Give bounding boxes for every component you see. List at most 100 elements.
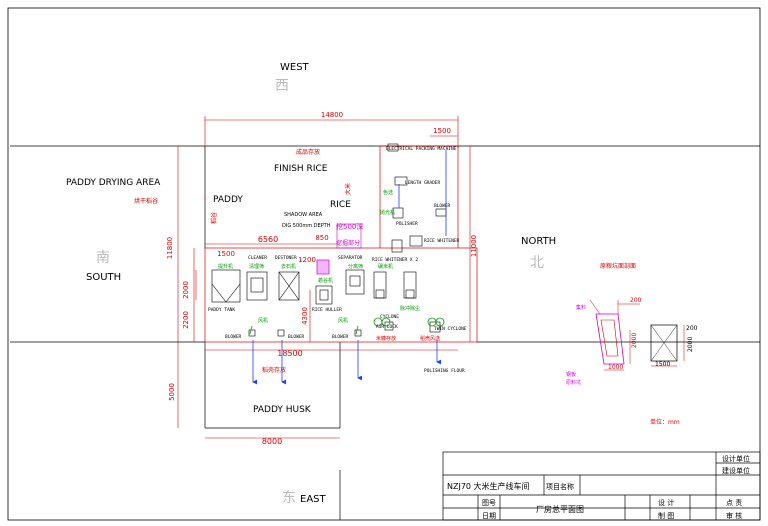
cn-cyclone-label: 脉冲除尘 xyxy=(400,305,420,312)
blower-3-label: BLOWER xyxy=(332,334,349,340)
detail-dim-2000: 2000 xyxy=(631,333,638,348)
south-cn-label: 南 xyxy=(96,250,110,266)
dig-pit-box xyxy=(316,259,330,275)
design-unit-label: 设计单位 xyxy=(722,454,750,463)
detail-dim-2000b: 2000 xyxy=(687,337,694,352)
dim-1500: 1500 xyxy=(217,250,235,258)
detail-dim-1500: 1500 xyxy=(655,361,670,368)
plan-title: 厂房总平面图 xyxy=(536,504,584,514)
dim-8000: 8000 xyxy=(262,437,282,446)
detail-title: 原粮坑面剖面 xyxy=(600,262,636,270)
paddy-drying-area-label: PADDY DRYING AREA xyxy=(66,178,161,188)
rice-label: RICE xyxy=(330,200,351,210)
bran-cn-label: 米糠存放 xyxy=(376,335,396,342)
design-label: 设 计 xyxy=(658,498,674,507)
equipment-cn-labels: 提升机 清理筛 去石机 砻谷机 分离筛 碾米机 色选 抛光机 风机 风机 脉冲除… xyxy=(218,189,420,324)
unit-label: 单位：mm xyxy=(650,418,680,426)
date-label: 日期 xyxy=(482,512,496,520)
east-cn-label: 东 xyxy=(282,490,296,506)
blower-1-label: BLOWER xyxy=(225,334,242,340)
rice-whitener-1-label: RICE WHITENER xyxy=(424,238,460,244)
husk-blower-cn-label: 稻壳风送 xyxy=(420,335,440,342)
dim-1200: 1200 xyxy=(298,256,316,264)
title-block-texts: 设计单位 建设单位 NZJ70 大米生产线车间 项目名称 图号 日期 厂房总平面… xyxy=(447,454,750,520)
dim-6560: 6560 xyxy=(258,235,278,244)
paddy-tank-label: PADDY TANK xyxy=(208,307,235,313)
rice-huller-label: RICE HULLER xyxy=(312,307,342,313)
dim-14800: 14800 xyxy=(321,111,343,119)
dim-18500: 18500 xyxy=(277,349,302,358)
cn-separator-label: 分离筛 xyxy=(348,263,363,270)
cn-wind2-label: 风机 xyxy=(338,317,348,324)
cn-cleaner-label: 清理筛 xyxy=(249,263,264,270)
twin-cyclone-label: TWIN CYCLONE xyxy=(434,326,467,332)
cyclone-label: CYCLONE xyxy=(380,314,399,320)
cn-whitener-label: 碾米机 xyxy=(378,263,393,270)
detail-dim-1000: 1000 xyxy=(608,364,623,371)
cn-destoner-label: 去石机 xyxy=(281,263,296,270)
detail-label-1: 集料 xyxy=(576,304,586,311)
dig-area-outline xyxy=(336,223,362,249)
cleaner-label: CLEANER xyxy=(248,255,267,261)
detail-dim-200: 200 xyxy=(630,297,642,304)
paddy-husk-label: PADDY HUSK xyxy=(253,405,312,415)
dim-5000: 5000 xyxy=(168,383,176,401)
finish-rice-label: FINISH RICE xyxy=(274,164,328,174)
build-unit-label: 建设单位 xyxy=(722,466,750,475)
rice-whitener-2-label: RICE WHITENER X 2 xyxy=(372,257,418,263)
west-label: WEST xyxy=(280,62,310,73)
length-grader-label: LENGTH GRADER xyxy=(405,180,441,186)
dimension-texts: 14800 1500 6560 1500 850 1200 11800 2000… xyxy=(166,111,478,446)
drawing-frame xyxy=(7,7,761,521)
shadow-area-label: SHADOW AREA xyxy=(284,212,323,218)
paddy-drying-cn: 烘干稻谷 xyxy=(134,197,158,205)
site-lines xyxy=(10,145,760,520)
detail-dim-200b: 200 xyxy=(686,325,698,332)
drawing-name: NZJ70 大米生产线车间 xyxy=(447,481,530,491)
north-label: NORTH xyxy=(521,236,556,247)
polisher-label: POLISHER xyxy=(396,221,418,227)
review-label: 审 核 xyxy=(726,511,742,520)
dim-2000: 2000 xyxy=(182,281,190,299)
detail-label-2: 钢板 xyxy=(566,371,576,378)
pit-detail: 原粮坑面剖面 200 1000 2000 集料 钢板 原料坑 1500 200 … xyxy=(566,262,698,426)
east-label: EAST xyxy=(300,494,327,505)
dim-1500-top: 1500 xyxy=(433,127,451,135)
cn-wind-label: 风机 xyxy=(258,317,268,324)
draw-label: 制 图 xyxy=(658,511,674,520)
check-label: 点 责 xyxy=(726,498,742,507)
project-name-label: 项目名称 xyxy=(546,482,574,491)
west-cn-label: 西 xyxy=(275,78,289,94)
finish-rice-cn: 成品存放 xyxy=(296,148,320,156)
cn-polisher-label: 抛光机 xyxy=(380,209,395,216)
flow-arrows xyxy=(252,150,447,385)
dim-850: 850 xyxy=(315,234,328,242)
dim-11000: 11000 xyxy=(470,235,478,257)
blower-top-label: BLOWER xyxy=(434,203,451,209)
fig-no-label: 图号 xyxy=(482,499,496,507)
separator-label: SEPARATOR xyxy=(338,255,363,261)
air-lock-label: AIR LOCK xyxy=(376,324,398,330)
dimension-lines xyxy=(177,116,471,439)
cn-grader-label: 色选 xyxy=(383,189,393,196)
dim-4300: 4300 xyxy=(301,307,309,325)
polishing-flour-label: POLISHING FLOUR xyxy=(424,368,465,374)
green-ducts xyxy=(249,317,445,335)
dig-cn-label: 挖500深 xyxy=(336,222,363,231)
dim-11800: 11800 xyxy=(166,237,174,259)
packing-machine-label: ELECTRICAL PACKING MACHINE xyxy=(386,146,457,152)
paddy-husk-cn: 稻壳存放 xyxy=(262,366,286,374)
north-cn-label: 北 xyxy=(530,255,544,271)
south-label: SOUTH xyxy=(86,272,121,283)
equipment-shapes xyxy=(211,143,447,337)
cn-huller-label: 砻谷机 xyxy=(318,277,333,284)
paddy-label: PADDY xyxy=(213,195,243,205)
dim-2200: 2200 xyxy=(182,311,190,329)
blower-2-label: BLOWER xyxy=(288,334,305,340)
rice-cn: 大米 xyxy=(344,183,352,195)
detail-label-3: 原料坑 xyxy=(566,379,581,386)
dig-depth-label: DIG 500mm DEPTH xyxy=(282,223,331,229)
equipment-labels: ELECTRICAL PACKING MACHINE LENGTH GRADER… xyxy=(208,146,467,374)
